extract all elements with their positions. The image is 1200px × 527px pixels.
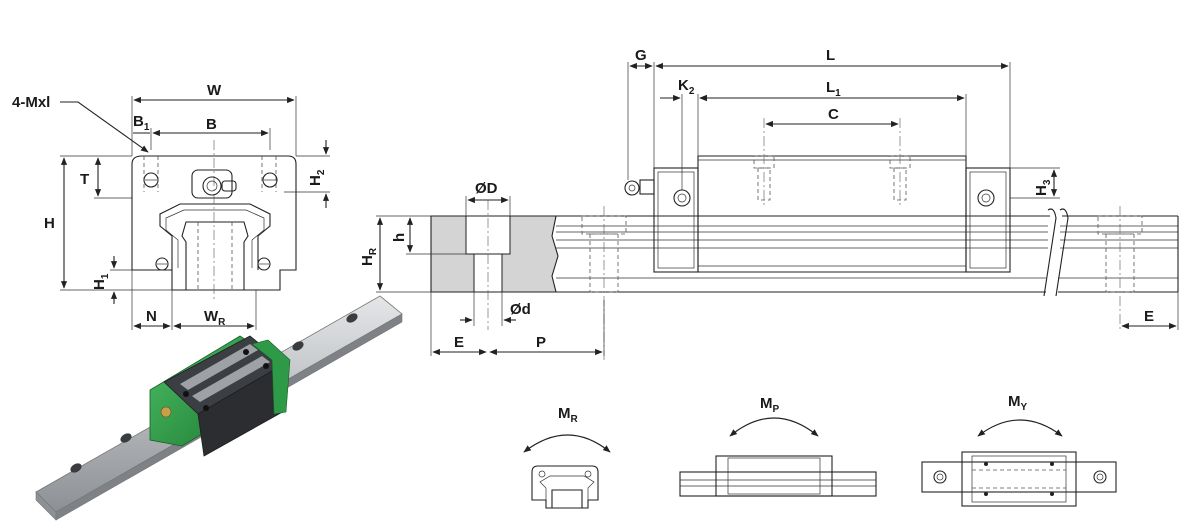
dim-L1: L1 xyxy=(826,79,841,99)
dim-H2: H2 xyxy=(307,169,327,186)
end-seal-screw-icon xyxy=(673,189,691,207)
dim-Od: Ød xyxy=(510,301,531,318)
side-view: G L K2 L1 C H3 ØD HR xyxy=(359,47,1179,360)
moment-MY-diagram: MY xyxy=(921,393,1117,507)
label-MR: MR xyxy=(558,405,579,425)
dim-C: C xyxy=(828,106,839,123)
label-MY: MY xyxy=(1008,393,1028,413)
screw-icon xyxy=(143,172,159,188)
linear-guide-product-image xyxy=(35,295,403,521)
dim-H1: H1 xyxy=(91,273,111,290)
moment-MP-diagram: MP xyxy=(679,395,877,497)
rail-hole-icon xyxy=(933,470,947,484)
dim-H3: H3 xyxy=(1033,179,1053,196)
grease-nipple-icon xyxy=(191,169,237,199)
rail-hole-icon xyxy=(1093,470,1107,484)
dim-HR: HR xyxy=(359,247,379,266)
dim-h: h xyxy=(391,233,408,242)
moment-MR-diagram: MR xyxy=(523,405,611,509)
dim-E-right: E xyxy=(1144,308,1154,325)
screw-icon xyxy=(262,172,278,188)
dim-N: N xyxy=(146,308,157,325)
dim-OD: ØD xyxy=(475,180,498,197)
dim-P: P xyxy=(536,334,546,351)
dim-G: G xyxy=(635,47,647,64)
dim-B1: B1 xyxy=(133,113,150,133)
dim-B: B xyxy=(206,116,217,133)
dim-W: W xyxy=(207,82,222,99)
end-seal-screw-icon xyxy=(977,189,995,207)
front-view: W B B1 4-Mxl H T H1 H2 xyxy=(12,82,330,330)
label-MP: MP xyxy=(760,395,780,415)
dim-L: L xyxy=(826,47,835,64)
grease-nipple-icon xyxy=(624,179,655,196)
label-4-mxl: 4-Mxl xyxy=(12,94,50,111)
screw-icon xyxy=(155,257,169,271)
dim-H: H xyxy=(44,215,55,232)
dim-K2: K2 xyxy=(678,77,695,97)
screw-icon xyxy=(257,257,271,271)
dim-E-left: E xyxy=(454,334,464,351)
dim-T: T xyxy=(80,171,89,188)
dim-WR: WR xyxy=(204,308,226,328)
